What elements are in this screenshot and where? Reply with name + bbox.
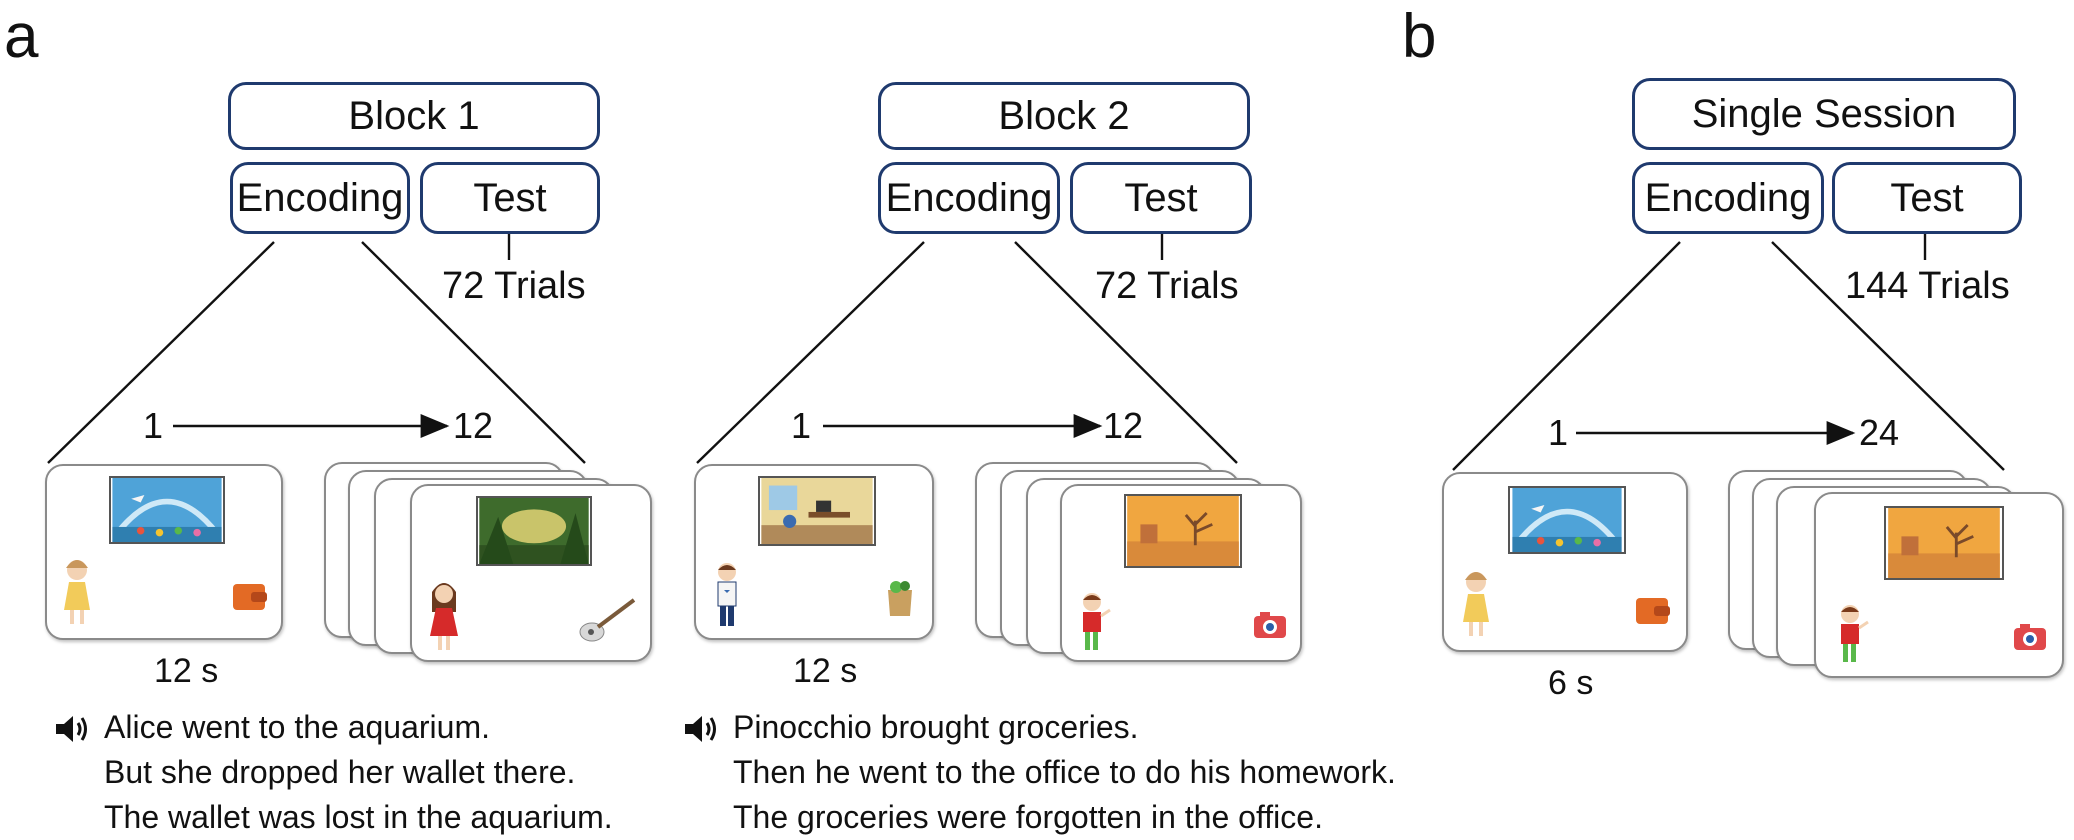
block2-title-box: Block 2	[878, 82, 1250, 150]
speaker-icon	[54, 712, 92, 746]
block2-trials: 72 Trials	[1095, 265, 1239, 307]
aquarium-scene	[109, 476, 225, 544]
encoding-trial-card	[694, 464, 934, 640]
test-label: Test	[1124, 175, 1198, 220]
grocery-bag-icon	[888, 581, 912, 616]
block1-sentence-1: Alice went to the aquarium.	[104, 709, 490, 745]
girl-yellow-dress-figure	[64, 560, 90, 624]
expand-line-right	[1771, 241, 2005, 471]
session-encoding-box: Encoding	[1632, 162, 1824, 234]
boy-blue-figure	[717, 563, 737, 626]
block1-encoding-box: Encoding	[230, 162, 410, 234]
block2-sentence-3: The groceries were forgotten in the offi…	[733, 799, 1323, 835]
office-scene	[758, 476, 876, 546]
encoding-label: Encoding	[1644, 175, 1812, 220]
test-label: Test	[473, 175, 547, 220]
panel-label-a: a	[4, 2, 39, 71]
block1-title-box: Block 1	[228, 82, 600, 150]
block2-seq-end: 12	[1103, 405, 1144, 446]
session-title-box: Single Session	[1632, 78, 2016, 150]
expand-line-right	[361, 241, 586, 464]
boy-red-shirt-figure	[1841, 605, 1869, 662]
encoding-trial-card	[1442, 472, 1688, 652]
aquarium-scene	[1508, 486, 1626, 554]
speaker-icon	[683, 712, 721, 746]
block1-trials: 72 Trials	[442, 265, 586, 307]
block2-sentence-1: Pinocchio brought groceries.	[733, 709, 1139, 745]
session-seq-end: 24	[1859, 412, 1900, 453]
wallet-icon	[1636, 598, 1670, 624]
session-trials: 144 Trials	[1845, 265, 2010, 307]
expand-line-left	[47, 241, 275, 464]
block1-sentence-3: The wallet was lost in the aquarium.	[104, 799, 613, 835]
desert-scene	[1884, 506, 2004, 580]
camera-icon	[1254, 612, 1286, 638]
encoding-label: Encoding	[885, 175, 1053, 220]
wallet-icon	[233, 584, 267, 610]
boy-red-shirt-figure	[1083, 593, 1111, 650]
encoding-trial-card	[45, 464, 283, 640]
encoding-trial-card	[1814, 492, 2064, 678]
camera-icon	[2014, 624, 2046, 650]
block2-title: Block 2	[998, 93, 1130, 138]
block2-duration: 12 s	[793, 652, 858, 690]
block2-sentence-2: Then he went to the office to do his hom…	[733, 754, 1396, 790]
session-title: Single Session	[1691, 91, 1957, 136]
expand-line-left	[1452, 241, 1681, 471]
expand-line-left	[696, 241, 925, 464]
block1-test-box: Test	[420, 162, 600, 234]
block1-title: Block 1	[348, 93, 480, 138]
block1-seq-start: 1	[143, 405, 164, 446]
block2-encoding-box: Encoding	[878, 162, 1060, 234]
block2-seq-start: 1	[791, 405, 812, 446]
encoding-trial-card	[410, 484, 652, 662]
encoding-trial-card	[1060, 484, 1302, 662]
expand-line-right	[1014, 241, 1238, 464]
block1-duration: 12 s	[154, 652, 219, 690]
girl-yellow-dress-figure	[1463, 572, 1489, 636]
session-duration: 6 s	[1548, 664, 1594, 702]
block1-seq-end: 12	[453, 405, 494, 446]
block2-test-box: Test	[1070, 162, 1252, 234]
girl-red-dress-figure	[430, 583, 458, 650]
encoding-label: Encoding	[236, 175, 404, 220]
session-test-box: Test	[1832, 162, 2022, 234]
session-seq-start: 1	[1548, 412, 1569, 453]
panel-label-b: b	[1402, 2, 1437, 71]
block1-sentence-2: But she dropped her wallet there.	[104, 754, 576, 790]
test-label: Test	[1890, 175, 1964, 220]
desert-scene	[1124, 494, 1242, 568]
guitar-icon	[579, 598, 636, 642]
forest-scene	[476, 496, 592, 566]
